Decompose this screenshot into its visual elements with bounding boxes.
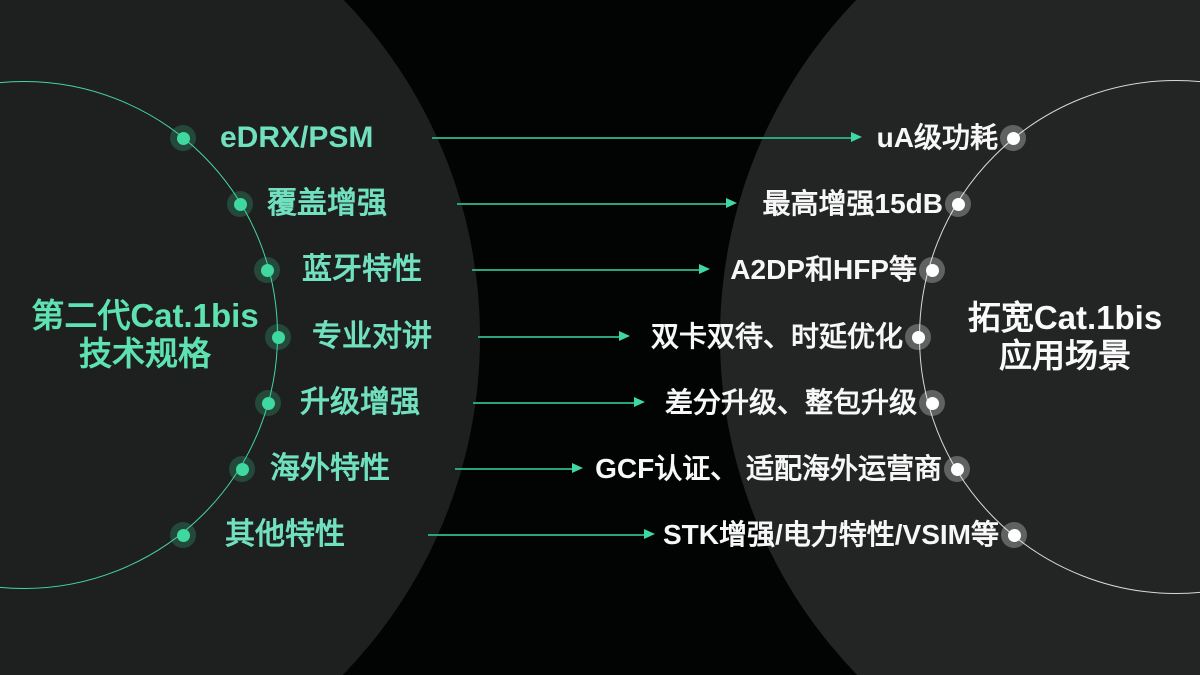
right-node-dot-icon (919, 390, 945, 416)
arrow-right-icon (644, 529, 655, 539)
left-title-line1: 第二代Cat.1bis (31, 297, 259, 334)
right-node-dot-icon (1001, 522, 1027, 548)
left-item-label: 海外特性 (270, 452, 390, 485)
left-title-line2: 技术规格 (79, 335, 211, 372)
left-item-label: eDRX/PSM (220, 121, 374, 154)
arrow-right-icon (699, 264, 710, 274)
left-item-label: 升级增强 (300, 386, 420, 419)
right-node-dot-icon (945, 191, 971, 217)
right-item-label: 差分升级、整包升级 (664, 387, 917, 418)
right-title: 拓宽Cat.1bis 应用场景 (945, 299, 1185, 375)
left-node-dot-icon (170, 522, 196, 548)
right-item-label: 双卡双待、时延优化 (650, 321, 903, 352)
left-item-label: 蓝牙特性 (302, 253, 422, 286)
left-item-label: 专业对讲 (312, 320, 432, 353)
arrow-line (457, 203, 726, 205)
right-node-dot-icon (944, 456, 970, 482)
right-node-dot-icon (919, 257, 945, 283)
left-node-dot-icon (265, 324, 291, 350)
arrow-right-icon (726, 198, 737, 208)
right-node-dot-icon (1000, 125, 1026, 151)
left-node-dot-icon (255, 390, 281, 416)
right-item-label: 最高增强15dB (762, 188, 943, 219)
left-node-dot-icon (170, 125, 196, 151)
left-node-dot-icon (227, 191, 253, 217)
right-item-label: uA级功耗 (876, 122, 998, 153)
arrow-right-icon (634, 397, 645, 407)
right-item-label: GCF认证、 适配海外运营商 (595, 453, 942, 484)
arrow-right-icon (851, 132, 862, 142)
left-title: 第二代Cat.1bis 技术规格 (15, 297, 275, 373)
arrow-line (432, 137, 851, 139)
right-title-line1: 拓宽Cat.1bis (967, 299, 1163, 336)
left-node-dot-icon (229, 456, 255, 482)
arrow-right-icon (572, 463, 583, 473)
left-node-dot-icon (254, 257, 280, 283)
left-item-label: 覆盖增强 (267, 187, 387, 220)
arrow-line (472, 269, 699, 271)
arrow-line (478, 336, 619, 338)
right-node-dot-icon (905, 324, 931, 350)
right-item-label: A2DP和HFP等 (730, 254, 917, 285)
arrow-line (455, 468, 572, 470)
arrow-line (428, 534, 644, 536)
left-item-label: 其他特性 (225, 518, 345, 551)
right-item-label: STK增强/电力特性/VSIM等 (662, 519, 999, 550)
arrow-right-icon (619, 331, 630, 341)
right-title-line2: 应用场景 (999, 337, 1131, 374)
arrow-line (473, 402, 634, 404)
